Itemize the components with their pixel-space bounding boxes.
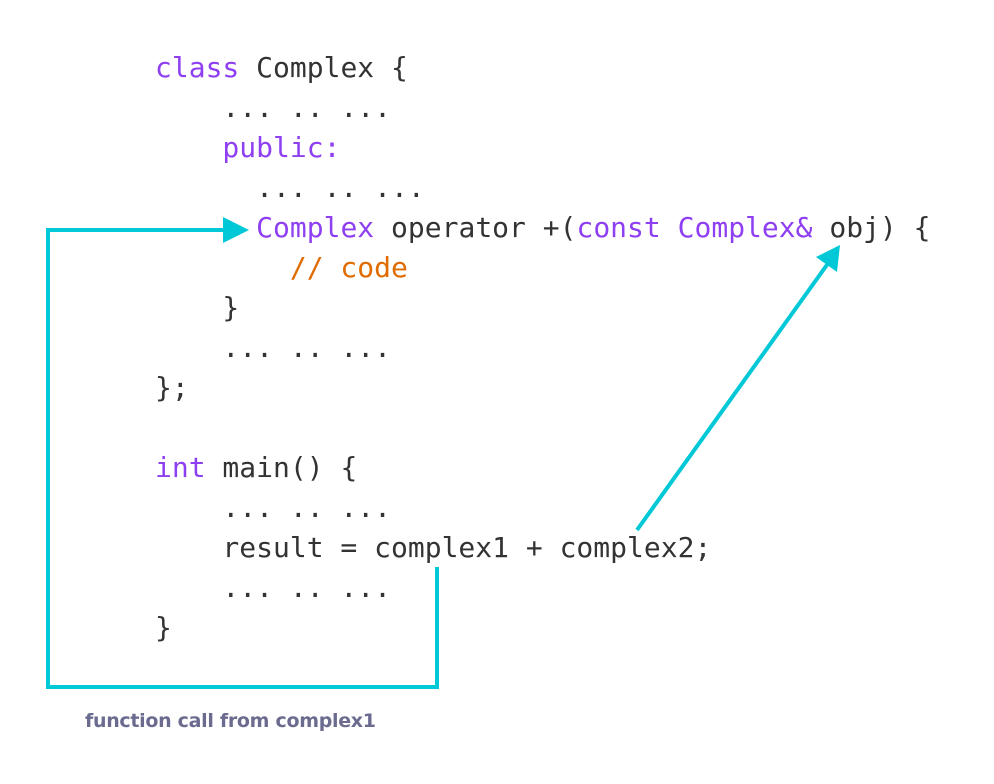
code-line: int main() { bbox=[155, 448, 931, 488]
code-text: Complex { bbox=[239, 51, 408, 84]
call-arrow-complex1 bbox=[46, 228, 439, 689]
code-text: result = complex1 + complex2; bbox=[155, 531, 712, 564]
code-line: ... .. ... bbox=[155, 568, 931, 608]
code-line: Complex operator +(const Complex& obj) { bbox=[155, 208, 931, 248]
code-text: ... .. ... bbox=[155, 331, 392, 364]
code-keyword: Complex& bbox=[677, 211, 813, 244]
code-line: ... .. ... bbox=[155, 488, 931, 528]
code-text: }; bbox=[155, 371, 189, 404]
code-text: main() { bbox=[205, 451, 358, 484]
code-line: ... .. ... bbox=[155, 168, 931, 208]
code-text: ... .. ... bbox=[155, 571, 392, 604]
code-text: } bbox=[155, 611, 172, 644]
code-keyword: public: bbox=[155, 131, 341, 164]
code-line: ... .. ... bbox=[155, 88, 931, 128]
code-text: ... .. ... bbox=[155, 91, 392, 124]
code-line: } bbox=[155, 608, 931, 648]
code-line: // code bbox=[155, 248, 931, 288]
code-line: } bbox=[155, 288, 931, 328]
code-text: obj) { bbox=[812, 211, 931, 244]
code-text: } bbox=[155, 291, 240, 324]
code-text bbox=[661, 211, 678, 244]
argument-arrow-complex2 bbox=[635, 260, 831, 532]
arrowhead-to-operator bbox=[223, 217, 249, 243]
code-text: operator +( bbox=[374, 211, 577, 244]
code-block: class Complex { ... .. ... public: ... .… bbox=[155, 48, 931, 648]
code-text: ... .. ... bbox=[155, 491, 392, 524]
arrowhead-to-obj bbox=[816, 245, 840, 272]
code-line: result = complex1 + complex2; bbox=[155, 528, 931, 568]
code-text bbox=[155, 211, 256, 244]
code-keyword: class bbox=[155, 51, 240, 84]
code-line: }; bbox=[155, 368, 931, 408]
caption-function-call: function call from complex1 bbox=[85, 710, 376, 732]
code-text: ... .. ... bbox=[155, 171, 425, 204]
code-keyword: Complex bbox=[256, 211, 375, 244]
code-line: ... .. ... bbox=[155, 328, 931, 368]
code-comment: // code bbox=[155, 251, 408, 284]
code-line: public: bbox=[155, 128, 931, 168]
code-line: class Complex { bbox=[155, 48, 931, 88]
code-line bbox=[155, 408, 931, 448]
code-keyword: const bbox=[576, 211, 661, 244]
code-keyword: int bbox=[155, 451, 206, 484]
